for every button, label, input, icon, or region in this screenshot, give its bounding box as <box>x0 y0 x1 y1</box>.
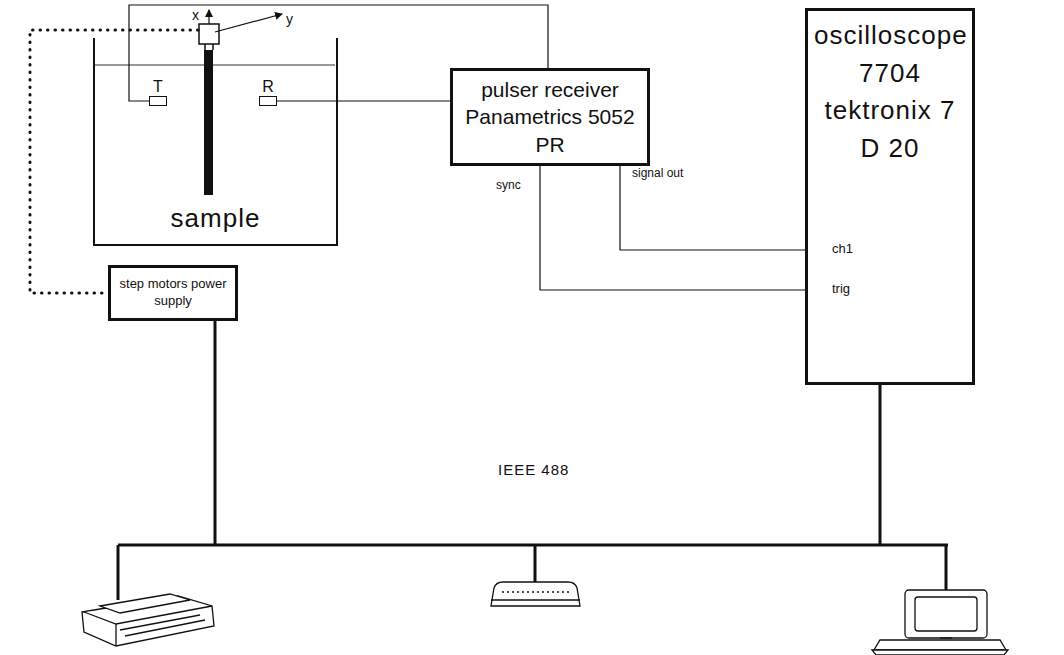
x-axis-arrow <box>208 10 209 24</box>
node-text: oscilloscope 7704 tektronix 7 D 20 <box>814 17 966 168</box>
receiver-transducer: R <box>259 96 277 106</box>
signal-wire <box>540 166 805 290</box>
bus-drop <box>534 545 537 582</box>
water-line <box>95 65 335 66</box>
signal-wire <box>277 100 450 101</box>
signal-wire <box>620 166 805 250</box>
sample-tank: sample T R <box>93 38 338 246</box>
ieee-bus <box>118 544 948 547</box>
transducer-label: T <box>140 79 176 95</box>
bus-drop <box>214 310 217 545</box>
sample-rod <box>204 50 213 195</box>
axis-label: y <box>286 12 293 26</box>
transmitter-transducer: T <box>149 96 167 106</box>
wire-label: signal out <box>632 166 684 182</box>
motor-link <box>30 30 198 293</box>
wire-label: sync <box>496 178 536 194</box>
bus-drop <box>117 545 120 600</box>
node-text: pulser receiver Panametrics 5052 PR <box>461 76 639 158</box>
step-motor-supply-box: step motors power supply <box>108 265 238 321</box>
bus-label: IEEE 488 <box>498 462 569 477</box>
bus-drop <box>879 380 882 545</box>
printer-icon <box>82 594 214 646</box>
pulser-receiver-box: pulser receiver Panametrics 5052 PR <box>450 68 650 166</box>
axis-label: x <box>192 8 199 22</box>
bus-drop <box>945 545 948 590</box>
input-label: ch1 <box>832 242 853 255</box>
transducer-label: R <box>250 79 286 95</box>
computer-icon <box>872 590 1008 655</box>
oscilloscope-box: oscilloscope 7704 tektronix 7 D 20 <box>805 8 975 385</box>
node-text: sample <box>95 203 336 234</box>
disk-drive-icon <box>491 582 580 606</box>
sample-holder <box>199 24 219 44</box>
input-label: trig <box>832 282 850 295</box>
y-axis-arrow <box>215 14 282 32</box>
node-text: step motors power supply <box>119 276 227 310</box>
